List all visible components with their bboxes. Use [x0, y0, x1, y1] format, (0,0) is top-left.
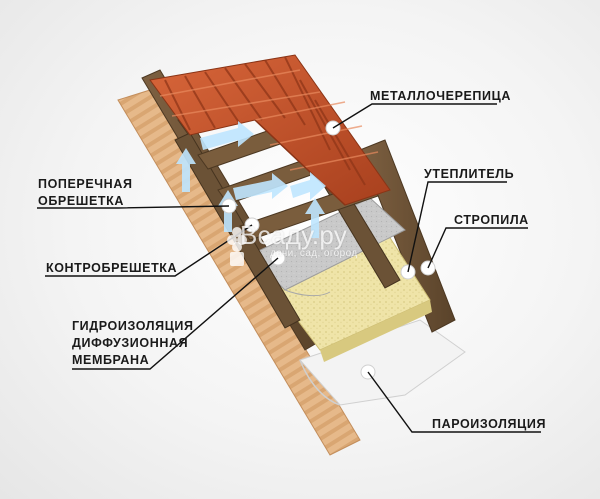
label-rafters: СТРОПИЛА	[454, 212, 529, 229]
label-membrane-line1: ГИДРОИЗОЛЯЦИЯ	[72, 319, 194, 333]
leader-cross-batten	[37, 205, 230, 209]
airflow-arrow-1	[200, 121, 254, 150]
label-vapor-barrier: ПАРОИЗОЛЯЦИЯ	[432, 416, 546, 433]
leader-counter-batten	[45, 224, 253, 277]
label-counter-batten: КОНТРОБРЕШЕТКА	[46, 260, 177, 277]
metal-tile-sheet	[149, 54, 391, 206]
airflow-arrow-3	[233, 173, 288, 200]
leader-insulation	[407, 181, 507, 273]
leader-rafters	[427, 227, 528, 269]
label-membrane: ГИДРОИЗОЛЯЦИЯ ДИФФУЗИОННАЯ МЕМБРАНА	[72, 318, 194, 369]
label-counter-batten-text: КОНТРОБРЕШЕТКА	[46, 261, 178, 275]
label-vapor-barrier-text: ПАРОИЗОЛЯЦИЯ	[432, 417, 547, 431]
leader-vapor	[367, 371, 541, 433]
watermark-brand: Всаду.ру	[240, 220, 348, 250]
label-insulation-text: УТЕПЛИТЕЛЬ	[424, 167, 515, 181]
airflow-arrow-6	[305, 198, 325, 238]
label-metal-tile: МЕТАЛЛОЧЕРЕПИЦА	[370, 88, 511, 105]
label-metal-tile-text: МЕТАЛЛОЧЕРЕПИЦА	[370, 89, 511, 103]
leader-metal-tile	[332, 103, 497, 129]
label-membrane-line3: МЕМБРАНА	[72, 353, 150, 367]
watermark-flower-icon	[227, 227, 247, 266]
watermark: Всаду.ру дачи, сад, огород	[240, 222, 358, 259]
label-cross-batten: ПОПЕРЕЧНАЯ ОБРЕШЕТКА	[38, 176, 133, 210]
label-membrane-line2: ДИФФУЗИОННАЯ	[72, 336, 189, 350]
label-rafters-text: СТРОПИЛА	[454, 213, 529, 227]
airflow-arrow-2	[176, 148, 196, 192]
label-cross-batten-line2: ОБРЕШЕТКА	[38, 194, 124, 208]
leader-membrane	[72, 257, 279, 370]
airflow-arrow-5	[290, 172, 326, 200]
label-cross-batten-line1: ПОПЕРЕЧНАЯ	[38, 177, 133, 191]
interior-lining-board	[117, 89, 361, 456]
leader-lines	[37, 103, 541, 433]
label-insulation: УТЕПЛИТЕЛЬ	[424, 166, 514, 183]
watermark-tagline: дачи, сад, огород	[270, 248, 358, 259]
